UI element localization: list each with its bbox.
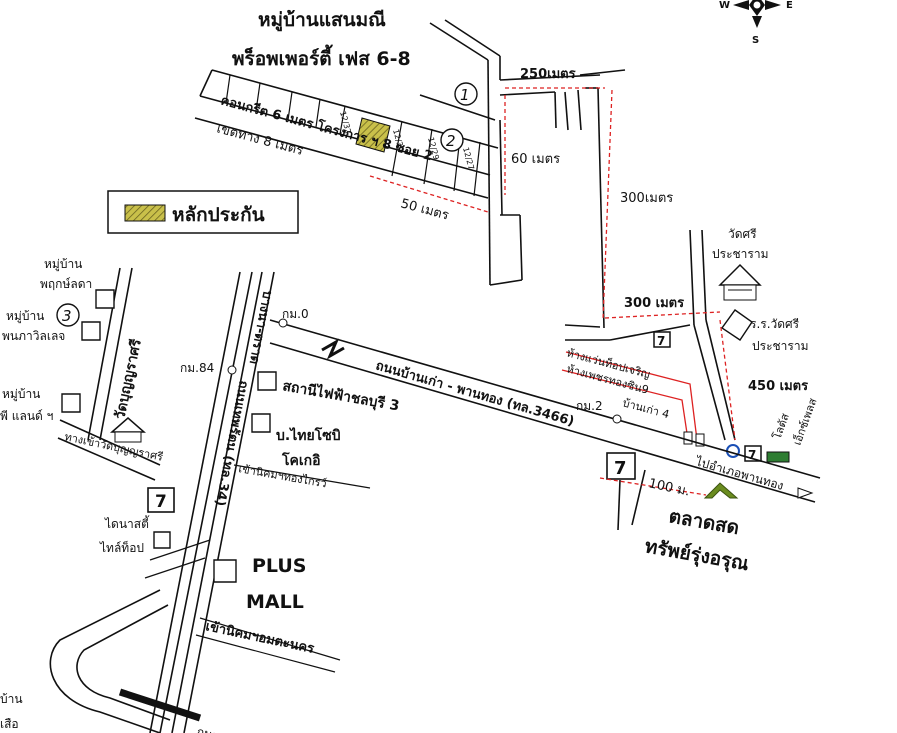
svg-text:1: 1 [460, 86, 470, 104]
road-bottom-cut: ถนน [195, 724, 221, 733]
substation: สถานีไฟฟ้าชลบุรี 3 [281, 376, 401, 414]
shop-glass-pointer [565, 351, 698, 441]
tile-1: ไดนาสตี้ [104, 515, 150, 531]
bottom-left-1: บ้าน [0, 692, 23, 706]
house-4: บ้านเก่า 4 [621, 396, 671, 421]
dim-450 [719, 319, 736, 441]
svg-text:3: 3 [62, 307, 72, 325]
shop-box-1 [683, 431, 693, 445]
km-84: กม.84 [180, 361, 214, 375]
dist-450: 450 เมตร [748, 379, 808, 394]
lotus-1: โลตัส [770, 411, 792, 441]
shop-box-2 [695, 433, 705, 447]
road-amata-line-2 [195, 634, 336, 673]
km-0-marker [278, 318, 288, 328]
pruksa-2: พฤกษ์ลดา [40, 277, 92, 291]
school-1: ร.ร.วัดศรี [750, 317, 800, 331]
temple-boon-icon [110, 417, 146, 443]
dist-300b: 300 เมตร [624, 296, 684, 311]
temple-sri-2: ประชาราม [712, 247, 768, 261]
title-line2: พร็อพเพอร์ตี้ เฟส 6-8 [232, 44, 411, 70]
local-roads-north [419, 19, 626, 341]
thaicobi-building [251, 413, 271, 433]
school-building [721, 309, 753, 341]
compass-west: W [719, 0, 730, 11]
pland-building [61, 393, 81, 413]
pruksa-1: หมู่บ้าน [44, 257, 82, 272]
legend: หลักประกัน [107, 190, 299, 234]
dim-300a [602, 89, 613, 321]
dist-300a: 300เมตร [620, 191, 673, 206]
dist-100: 100 ม. [647, 476, 691, 499]
collateral-swatch [124, 204, 166, 222]
compass-icon: W E S [719, 0, 793, 46]
road-main-label: ถนนบ้านเก่า - พานทอง (ทล.3466) [374, 357, 576, 429]
road-bangna: บางนา-ตราด [246, 289, 275, 365]
market-roof-icon [703, 482, 739, 499]
compass-east: E [786, 0, 793, 11]
svg-text:7: 7 [748, 448, 756, 462]
market-road-2 [631, 469, 646, 526]
lotus-logo [766, 451, 790, 463]
shop-gold-pointer [561, 369, 689, 441]
market-2: ทรัพย์รุ่งอรุณ [643, 535, 751, 576]
road-thongkrai-line [233, 464, 371, 489]
thaicobi-1: บ.ไทยโซบิ [276, 426, 341, 444]
market-road-1 [617, 479, 621, 531]
tile-2: ไทล์ท็อป [99, 540, 144, 555]
road-amata-line [199, 617, 341, 661]
temple-sri-area [609, 229, 736, 441]
road-to-amata: เข้านิคมฯอมตะนคร [204, 618, 315, 657]
km-2-marker [612, 414, 622, 424]
pland-1: หมู่บ้าน [2, 387, 40, 402]
km-2: กม.2 [576, 399, 603, 413]
pland-2: พี แลนด์ ฯ [0, 409, 53, 423]
svg-text:7: 7 [657, 334, 665, 348]
seven-eleven-icon-3: 7 [606, 452, 636, 480]
dist-60: 60 เมตร [511, 152, 560, 167]
soi-road [194, 69, 499, 199]
svg-text:7: 7 [155, 492, 167, 512]
collateral-plot [355, 117, 391, 153]
pruksa-building [95, 289, 115, 309]
plus-2: MALL [246, 591, 304, 613]
svg-text:2: 2 [446, 132, 456, 150]
road-break-icon [321, 338, 345, 360]
seven-eleven-icon-4: 7 [147, 487, 175, 513]
panapa-1: หมู่บ้าน [6, 309, 44, 324]
main-road-3466 [269, 319, 821, 503]
dist-250: 250เมตร [520, 67, 576, 82]
thaicobi-2: โคเกอิ [281, 451, 321, 469]
temple-sri-1: วัดศรี [728, 227, 757, 241]
dist-50: 50 เมตร [399, 196, 450, 223]
panapa-2: พนภาวิลเลจ [2, 329, 65, 343]
compass-south: S [752, 35, 759, 46]
plus-1: PLUS [252, 555, 306, 577]
marker-3: 3 [56, 303, 80, 327]
dim-300b [604, 311, 721, 319]
km-0: กม.0 [282, 307, 309, 321]
interchange [49, 589, 202, 733]
school-2: ประชาราม [752, 339, 808, 353]
tile-building [153, 531, 171, 549]
km-84-marker [227, 365, 237, 375]
marker-1: 1 [454, 82, 478, 106]
panapa-building [81, 321, 101, 341]
dim-100 [599, 477, 707, 496]
plus-mall-building [213, 559, 237, 583]
title-line1: หมู่บ้านแสนมณี [258, 9, 386, 32]
substation-building [257, 371, 277, 391]
temple-icon [718, 263, 762, 301]
svg-text:7: 7 [614, 458, 627, 479]
bottom-left-2: เสือ [0, 717, 19, 731]
market-1: ตลาดสด [667, 505, 741, 539]
highway-34 [144, 271, 275, 733]
legend-label: หลักประกัน [172, 204, 265, 226]
marker-2: 2 [440, 128, 464, 152]
seven-eleven-icon-1: 7 [653, 331, 671, 348]
lotus-2: เอ็กซ์เพลส [790, 396, 820, 447]
